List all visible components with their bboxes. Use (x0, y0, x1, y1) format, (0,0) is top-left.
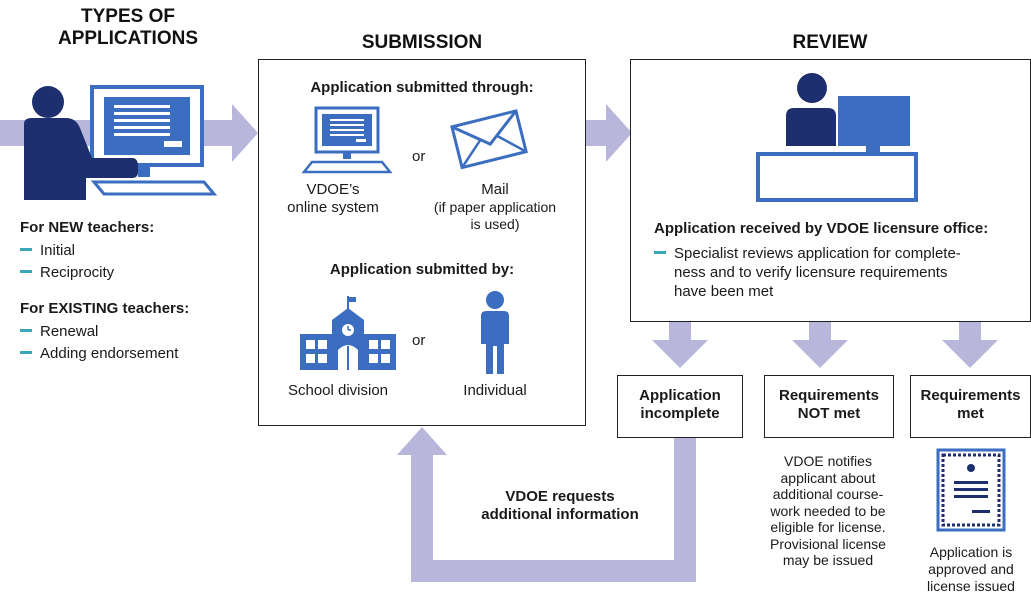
type-item-initial: Initial (20, 240, 230, 262)
dash-bullet (20, 350, 32, 354)
notmet-description: VDOE notifies applicant about additional… (770, 453, 886, 568)
student-at-computer-icon (24, 85, 218, 200)
outcome-notmet-line2: NOT met (797, 405, 861, 422)
mail-label: Mail (481, 181, 509, 198)
submitted-by-heading: Application submitted by: (329, 261, 515, 278)
types-title-line1: TYPES OF (81, 6, 175, 27)
return-label-line2: additional information (481, 506, 639, 523)
reviewer-desk-icon (756, 73, 918, 202)
certificate-icon (936, 448, 1006, 532)
dash-bullet (20, 247, 32, 251)
outcome-notmet-box: Requirements NOT met (764, 375, 894, 438)
submission-title: SUBMISSION (361, 32, 483, 53)
review-item-line1: Specialist reviews application for compl… (654, 244, 1024, 263)
return-label-line1: VDOE requests (505, 488, 615, 505)
outcome-met-line2: met (957, 405, 984, 422)
or-label-through: or (412, 148, 426, 165)
outcome-met-box: Requirements met (910, 375, 1031, 438)
or-label-by: or (412, 332, 426, 349)
met-description: Application is approved and license issu… (927, 544, 1015, 594)
dash-bullet (654, 250, 666, 254)
review-item-line3: have been met (674, 283, 774, 300)
outcome-met-line1: Requirements (920, 387, 1021, 404)
outcome-incomplete-line2: incomplete (640, 405, 720, 422)
school-building-icon (300, 296, 396, 370)
type-item-reciprocity: Reciprocity (20, 262, 230, 284)
online-system-label-line1: VDOE’s (306, 181, 360, 198)
outcome-incomplete-line1: Application (639, 387, 721, 404)
person-icon (481, 291, 509, 374)
online-system-label-line2: online system (287, 199, 379, 216)
computer-icon (301, 106, 393, 174)
existing-teachers-heading: For EXISTING teachers: (20, 300, 190, 317)
arrow-review-to-incomplete (652, 322, 708, 368)
arrow-submission-to-review (586, 104, 632, 162)
types-title-line2: APPLICATIONS (57, 28, 199, 49)
review-item-line2: ness and to verify licensure requirement… (674, 264, 948, 281)
review-title: REVIEW (792, 32, 868, 53)
received-heading: Application received by VDOE licensure o… (654, 220, 989, 237)
outcome-notmet-line1: Requirements (778, 387, 880, 404)
individual-label: Individual (463, 382, 527, 399)
mail-note-line2: is used) (470, 216, 520, 232)
dash-bullet (20, 269, 32, 273)
dash-bullet (20, 328, 32, 332)
submitted-through-heading: Application submitted through: (310, 79, 534, 96)
mail-note-line1: (if paper application (433, 199, 557, 215)
type-item-renewal: Renewal (20, 321, 230, 343)
arrow-incomplete-return (397, 427, 696, 582)
arrow-review-to-met (942, 322, 998, 368)
arrow-review-to-notmet (792, 322, 848, 368)
envelope-icon (450, 109, 528, 170)
school-division-label: School division (287, 382, 389, 399)
new-teachers-heading: For NEW teachers: (20, 219, 155, 236)
type-item-adding-endorsement: Adding endorsement (20, 343, 230, 365)
outcome-incomplete-box: Application incomplete (617, 375, 743, 438)
